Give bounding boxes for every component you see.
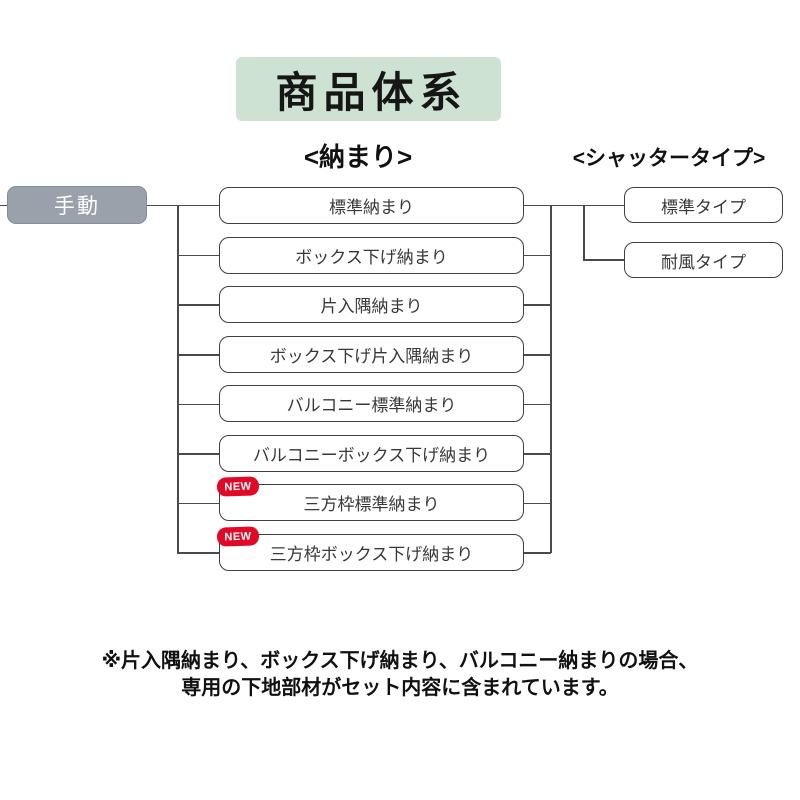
node-wind-resistant-type: 耐風タイプ [624,242,783,278]
connector-line [177,304,219,306]
footnote: ※片入隅納まり、ボックス下げ納まり、バルコニー納まりの場合、 専用の下地部材がセ… [0,648,800,702]
connector-line [177,204,219,206]
connector-line [0,204,8,206]
new-badge: NEW [216,526,260,547]
connector-line [524,304,551,306]
footnote-line-1: ※片入隅納まり、ボックス下げ納まり、バルコニー納まりの場合、 [101,650,699,672]
column-header-shutter-type: <シャッタータイプ> [572,147,766,170]
connector-line [524,552,551,554]
connector-line [524,502,551,504]
connector-line [524,453,551,455]
connector-line [524,204,551,206]
connector-line [177,552,219,554]
connector-line [177,502,219,504]
node-manual: 手動 [7,186,147,224]
connector-line [177,254,219,256]
node-box-lowered-single-corner-osamari: ボックス下げ片入隅納まり [219,336,524,373]
connector-line [177,354,219,356]
connector-line [177,205,179,553]
node-sanpowaku-box-lowered-osamari: 三方枠ボックス下げ納まり [219,534,524,571]
node-balcony-box-lowered-osamari: バルコニーボックス下げ納まり [219,435,524,472]
connector-line [524,403,551,405]
node-sanpowaku-standard-osamari: 三方枠標準納まり [219,484,524,521]
diagram-title: 商品体系 [236,57,501,121]
column-header-osamari: <納まり> [303,142,413,172]
connector-line [550,204,625,206]
connector-line [524,254,551,256]
node-standard-osamari: 標準納まり [219,187,524,224]
connector-line [550,205,552,553]
node-box-lowered-osamari: ボックス下げ納まり [219,237,524,274]
node-standard-type: 標準タイプ [624,187,783,223]
node-balcony-standard-osamari: バルコニー標準納まり [219,385,524,422]
connector-line [583,259,625,261]
footnote-line-2: 専用の下地部材がセット内容に含まれています。 [181,677,619,699]
connector-line [146,204,178,206]
new-badge: NEW [216,476,260,497]
connector-line [524,354,551,356]
connector-line [177,403,219,405]
node-single-corner-osamari: 片入隅納まり [219,286,524,323]
connector-line [177,453,219,455]
connector-line [583,205,585,260]
